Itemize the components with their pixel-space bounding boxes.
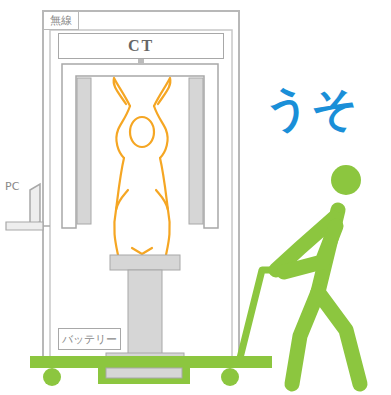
- cart: [30, 270, 276, 386]
- wireless-box: 無線: [43, 11, 79, 30]
- node-text: バッテリー: [62, 332, 117, 347]
- seat-pillar: [128, 270, 162, 356]
- gantry-joint: [138, 59, 144, 65]
- pc-label: PC: [5, 180, 19, 193]
- booth-inner-frame: [50, 30, 232, 361]
- node-text: 無線: [50, 13, 72, 28]
- seat: [110, 255, 180, 270]
- pushing-figure: [276, 165, 361, 384]
- battery-box: バッテリー: [58, 328, 121, 350]
- node-text: CT: [128, 37, 154, 55]
- patient-outline: [114, 78, 171, 255]
- ct-gantry-box: CT: [58, 33, 224, 59]
- gantry-left-panel: [77, 78, 91, 224]
- booth-frame: [43, 11, 239, 361]
- gantry-arch: [62, 64, 218, 228]
- gantry-right-panel: [189, 78, 203, 224]
- headline-text: うそ: [264, 78, 358, 140]
